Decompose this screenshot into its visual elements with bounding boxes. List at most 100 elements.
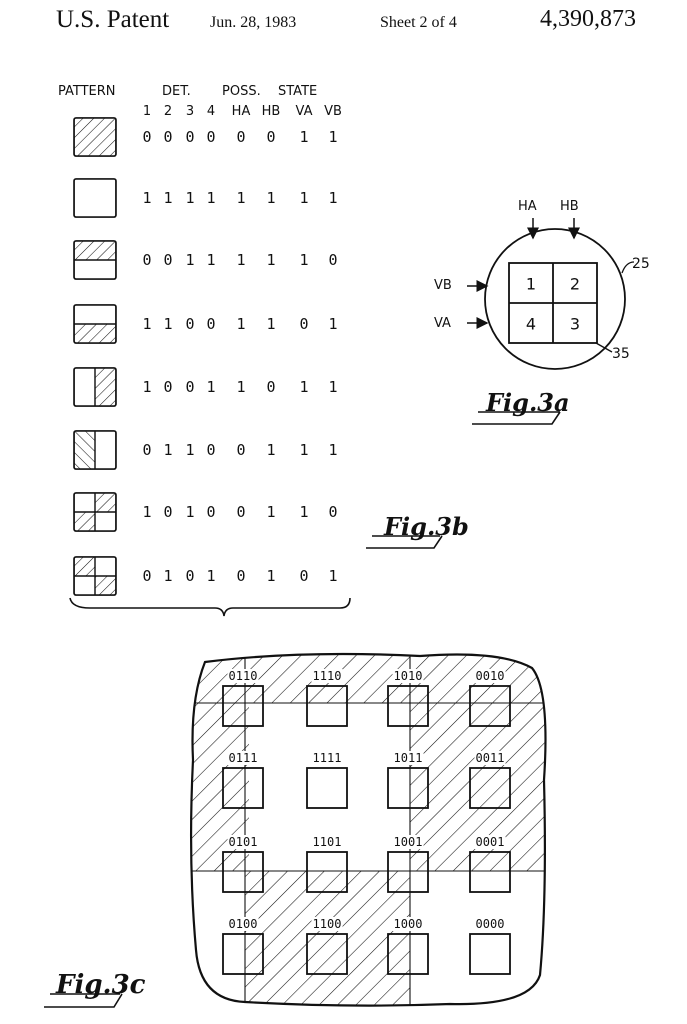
grid-cell-code: 0110 [227,669,259,683]
column-header-hb: HB [261,104,281,119]
ref-35: 35 [612,346,630,362]
grid-detector-cell [306,933,348,975]
state-bit: 0 [236,128,246,146]
state-bit: 1 [142,378,152,396]
grid-detector-cell [306,767,348,809]
heading-det: DET. [162,84,191,99]
state-bit: 0 [206,503,216,521]
grid-cell-code: 0010 [474,669,506,683]
state-bit: 1 [266,441,276,459]
column-header-vb: VB [324,104,342,119]
grid-detector-cell [222,767,264,809]
patent-header-title: U.S. Patent [56,6,170,33]
state-bit: 1 [328,315,338,333]
grid-cell-code: 1011 [392,751,424,765]
heading-poss: POSS. [222,84,261,99]
state-bit: 1 [299,441,309,459]
state-bit: 1 [163,441,173,459]
fig3b-brace [69,597,351,617]
patent-number: 4,390,873 [540,6,636,32]
heading-pattern: PATTERN [58,84,116,99]
grid-detector-cell [387,851,429,893]
grid-cell-code: 1100 [311,917,343,931]
state-bit: 1 [185,503,195,521]
state-bit: 0 [142,441,152,459]
state-bit: 1 [266,189,276,207]
fig3a-label: Fig.3a [486,388,570,417]
grid-cell-code: 0001 [474,835,506,849]
state-bit: 1 [236,251,246,269]
column-header-3: 3 [185,104,195,119]
fig3c-outline [189,652,547,1007]
label-hb: HB [560,199,579,214]
grid-detector-cell [469,851,511,893]
state-bit: 0 [185,315,195,333]
state-bit: 1 [185,251,195,269]
state-bit: 1 [328,441,338,459]
state-bit: 1 [142,503,152,521]
state-bit: 1 [266,315,276,333]
state-bit: 0 [266,378,276,396]
column-header-1: 1 [142,104,152,119]
grid-cell-code: 1010 [392,669,424,683]
state-bit: 0 [163,251,173,269]
column-header-ha: HA [231,104,251,119]
grid-detector-cell [387,933,429,975]
label-va: VA [434,316,451,331]
fig3b-label: Fig.3b [384,512,469,541]
state-bit: 1 [328,189,338,207]
state-bit: 0 [163,503,173,521]
state-bit: 0 [328,251,338,269]
pattern-swatch-checker-tl-br [73,556,117,596]
state-bit: 0 [299,567,309,585]
pattern-swatch-bottom-hatch [73,304,117,344]
grid-cell-code: 0100 [227,917,259,931]
quadrant-4: 4 [525,314,537,334]
state-bit: 1 [328,378,338,396]
state-bit: 0 [185,567,195,585]
grid-cell-code: 1111 [311,751,343,765]
state-bit: 1 [299,189,309,207]
pattern-swatch-blank [73,178,117,218]
state-bit: 1 [299,128,309,146]
state-bit: 1 [328,567,338,585]
state-bit: 1 [206,378,216,396]
state-bit: 0 [142,251,152,269]
state-bit: 1 [299,378,309,396]
state-bit: 0 [206,128,216,146]
fig3c-grid-diagram [189,652,547,1007]
grid-detector-cell [222,685,264,727]
grid-detector-cell [222,851,264,893]
pattern-swatch-left-hatch [73,430,117,470]
state-bit: 1 [142,189,152,207]
state-bit: 0 [185,378,195,396]
state-bit: 0 [185,128,195,146]
state-bit: 0 [163,128,173,146]
state-bit: 1 [236,189,246,207]
quadrant-1: 1 [525,274,537,294]
state-bit: 1 [163,567,173,585]
state-bit: 0 [206,315,216,333]
patent-date: Jun. 28, 1983 [210,14,297,31]
grid-cell-code: 1000 [392,917,424,931]
state-bit: 0 [236,567,246,585]
column-header-4: 4 [206,104,216,119]
pattern-swatch-right-hatch [73,367,117,407]
state-bit: 1 [163,189,173,207]
grid-cell-code: 0111 [227,751,259,765]
state-bit: 1 [185,189,195,207]
state-bit: 0 [328,503,338,521]
pattern-swatch-checker-tr-bl [73,492,117,532]
column-header-va: VA [295,104,313,119]
state-bit: 0 [236,441,246,459]
grid-detector-cell [306,851,348,893]
grid-cell-code: 0101 [227,835,259,849]
fig3c-label: Fig.3c [56,970,146,1000]
pattern-swatch-full-hatch [73,117,117,157]
state-bit: 1 [163,315,173,333]
heading-state: STATE [278,84,318,99]
state-bit: 0 [266,128,276,146]
grid-detector-cell [387,767,429,809]
grid-detector-cell [469,767,511,809]
